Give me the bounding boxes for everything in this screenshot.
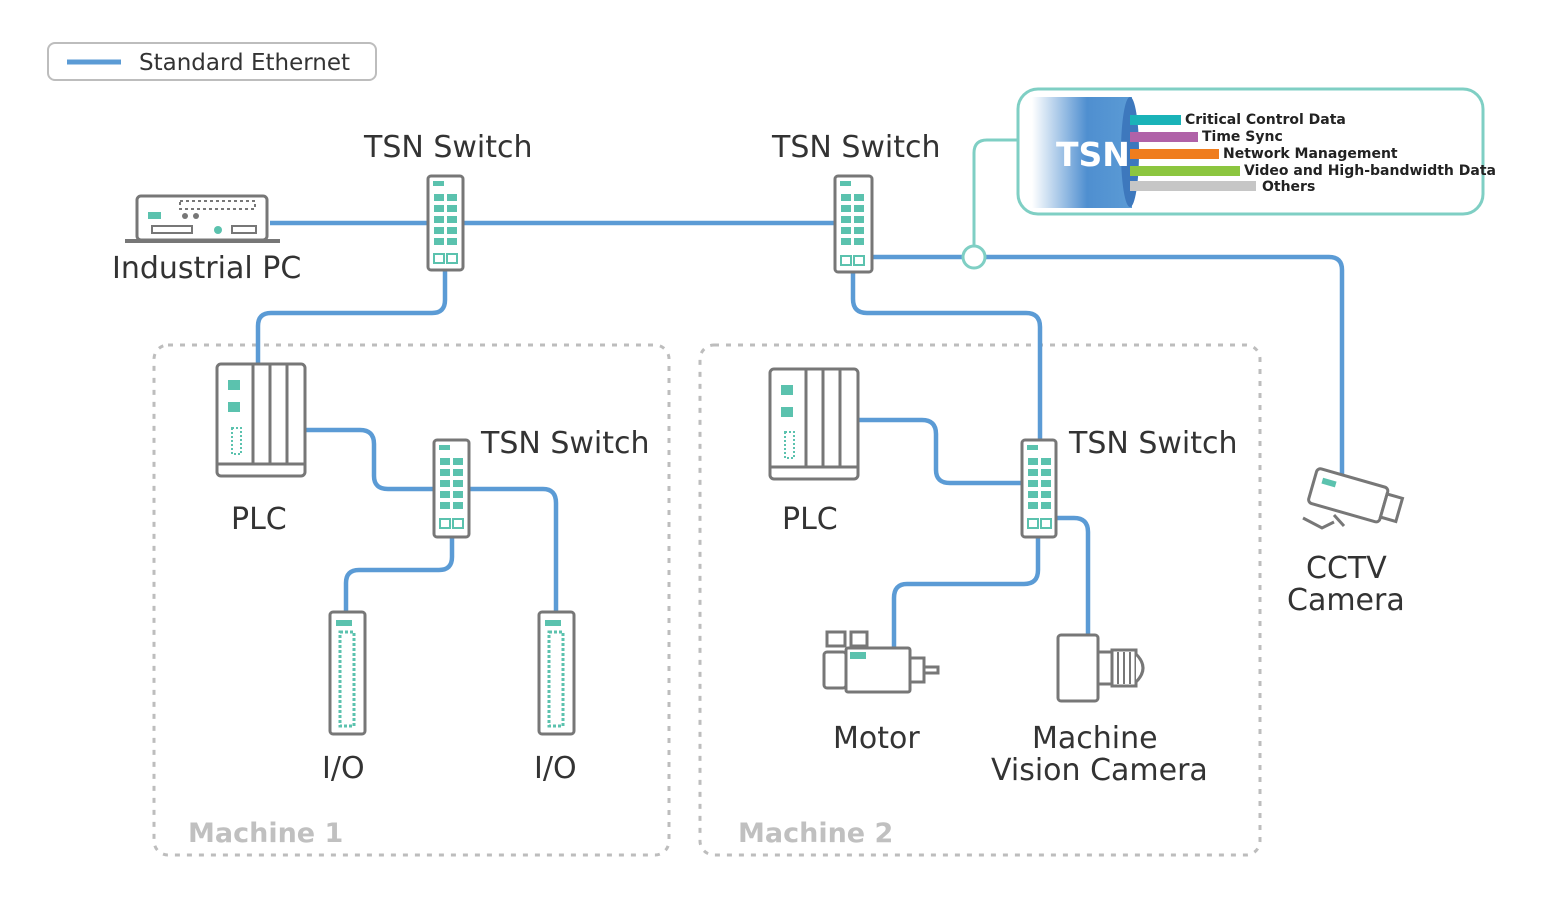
tsn-switch-m1-icon xyxy=(432,438,471,539)
traffic-label-network-mgmt: Network Management xyxy=(1223,146,1398,162)
link-switchm2-mvcamera xyxy=(1056,515,1091,635)
legend-label: Standard Ethernet xyxy=(139,50,350,76)
traffic-bar-video xyxy=(1130,166,1240,176)
callout-tap-icon xyxy=(961,244,987,270)
io-1-icon xyxy=(328,610,367,736)
motor-label: Motor xyxy=(833,721,920,756)
tsn-callout: TSN Critical Control Data Time Sync Netw… xyxy=(961,87,1496,270)
link-switchm1-io2 xyxy=(468,486,559,612)
io-2-icon xyxy=(537,610,576,736)
traffic-bar-others xyxy=(1130,181,1256,191)
traffic-label-others: Others xyxy=(1262,179,1315,195)
tsn-switch-m2-icon xyxy=(1020,438,1058,539)
machine-2-label: Machine 2 xyxy=(738,818,893,849)
link-plc2-switchm2 xyxy=(858,417,1022,486)
link-switch1-plc1 xyxy=(255,270,448,364)
plc-machine-1-label: PLC xyxy=(231,502,287,537)
link-switchm1-io1 xyxy=(343,537,455,612)
traffic-label-video: Video and High-bandwidth Data xyxy=(1244,163,1496,179)
plc-machine-1-icon xyxy=(215,362,307,478)
io-2-label: I/O xyxy=(534,751,577,786)
link-plc1-switchm1 xyxy=(305,427,434,492)
mv-camera-label-line1: Machine xyxy=(1032,721,1158,756)
traffic-label-time-sync: Time Sync xyxy=(1202,129,1283,145)
motor-icon xyxy=(822,630,940,694)
cctv-label-line2: Camera xyxy=(1287,583,1405,618)
machine-1-label: Machine 1 xyxy=(188,818,343,849)
legend-box xyxy=(47,42,377,81)
tsn-switch-1-label: TSN Switch xyxy=(363,130,533,165)
tsn-callout-title: TSN xyxy=(1056,135,1130,174)
tsn-cable-body xyxy=(1032,97,1132,208)
link-switchm2-motor xyxy=(891,537,1041,652)
machine-vision-camera-icon xyxy=(1056,633,1145,703)
tsn-switch-2-label: TSN Switch xyxy=(771,130,941,165)
ethernet-links xyxy=(255,220,1345,652)
industrial-pc-label: Industrial PC xyxy=(112,251,301,286)
machine-2-zone xyxy=(698,343,1262,857)
callout-connector xyxy=(972,138,1018,257)
link-switch2-switchm2 xyxy=(850,272,1043,440)
tsn-switch-1-icon xyxy=(426,174,465,272)
legend: Standard Ethernet xyxy=(47,42,377,81)
industrial-pc-icon xyxy=(125,194,280,243)
plc-machine-2-label: PLC xyxy=(782,502,838,537)
traffic-bar-network-mgmt xyxy=(1130,149,1219,159)
plc-machine-2-icon xyxy=(768,367,860,481)
io-1-label: I/O xyxy=(322,751,365,786)
traffic-label-critical: Critical Control Data xyxy=(1185,112,1346,128)
tsn-switch-m2-label: TSN Switch xyxy=(1068,426,1238,461)
traffic-bar-critical xyxy=(1130,115,1181,125)
machine-1-zone xyxy=(152,343,671,857)
traffic-bar-time-sync xyxy=(1130,132,1198,142)
link-switch2-cctv xyxy=(873,254,1345,478)
cctv-camera-icon xyxy=(1302,467,1405,530)
tsn-switch-2-icon xyxy=(833,174,874,274)
cctv-label-line1: CCTV xyxy=(1306,551,1387,586)
mv-camera-label-line2: Vision Camera xyxy=(991,753,1208,788)
tsn-switch-m1-label: TSN Switch xyxy=(480,426,650,461)
